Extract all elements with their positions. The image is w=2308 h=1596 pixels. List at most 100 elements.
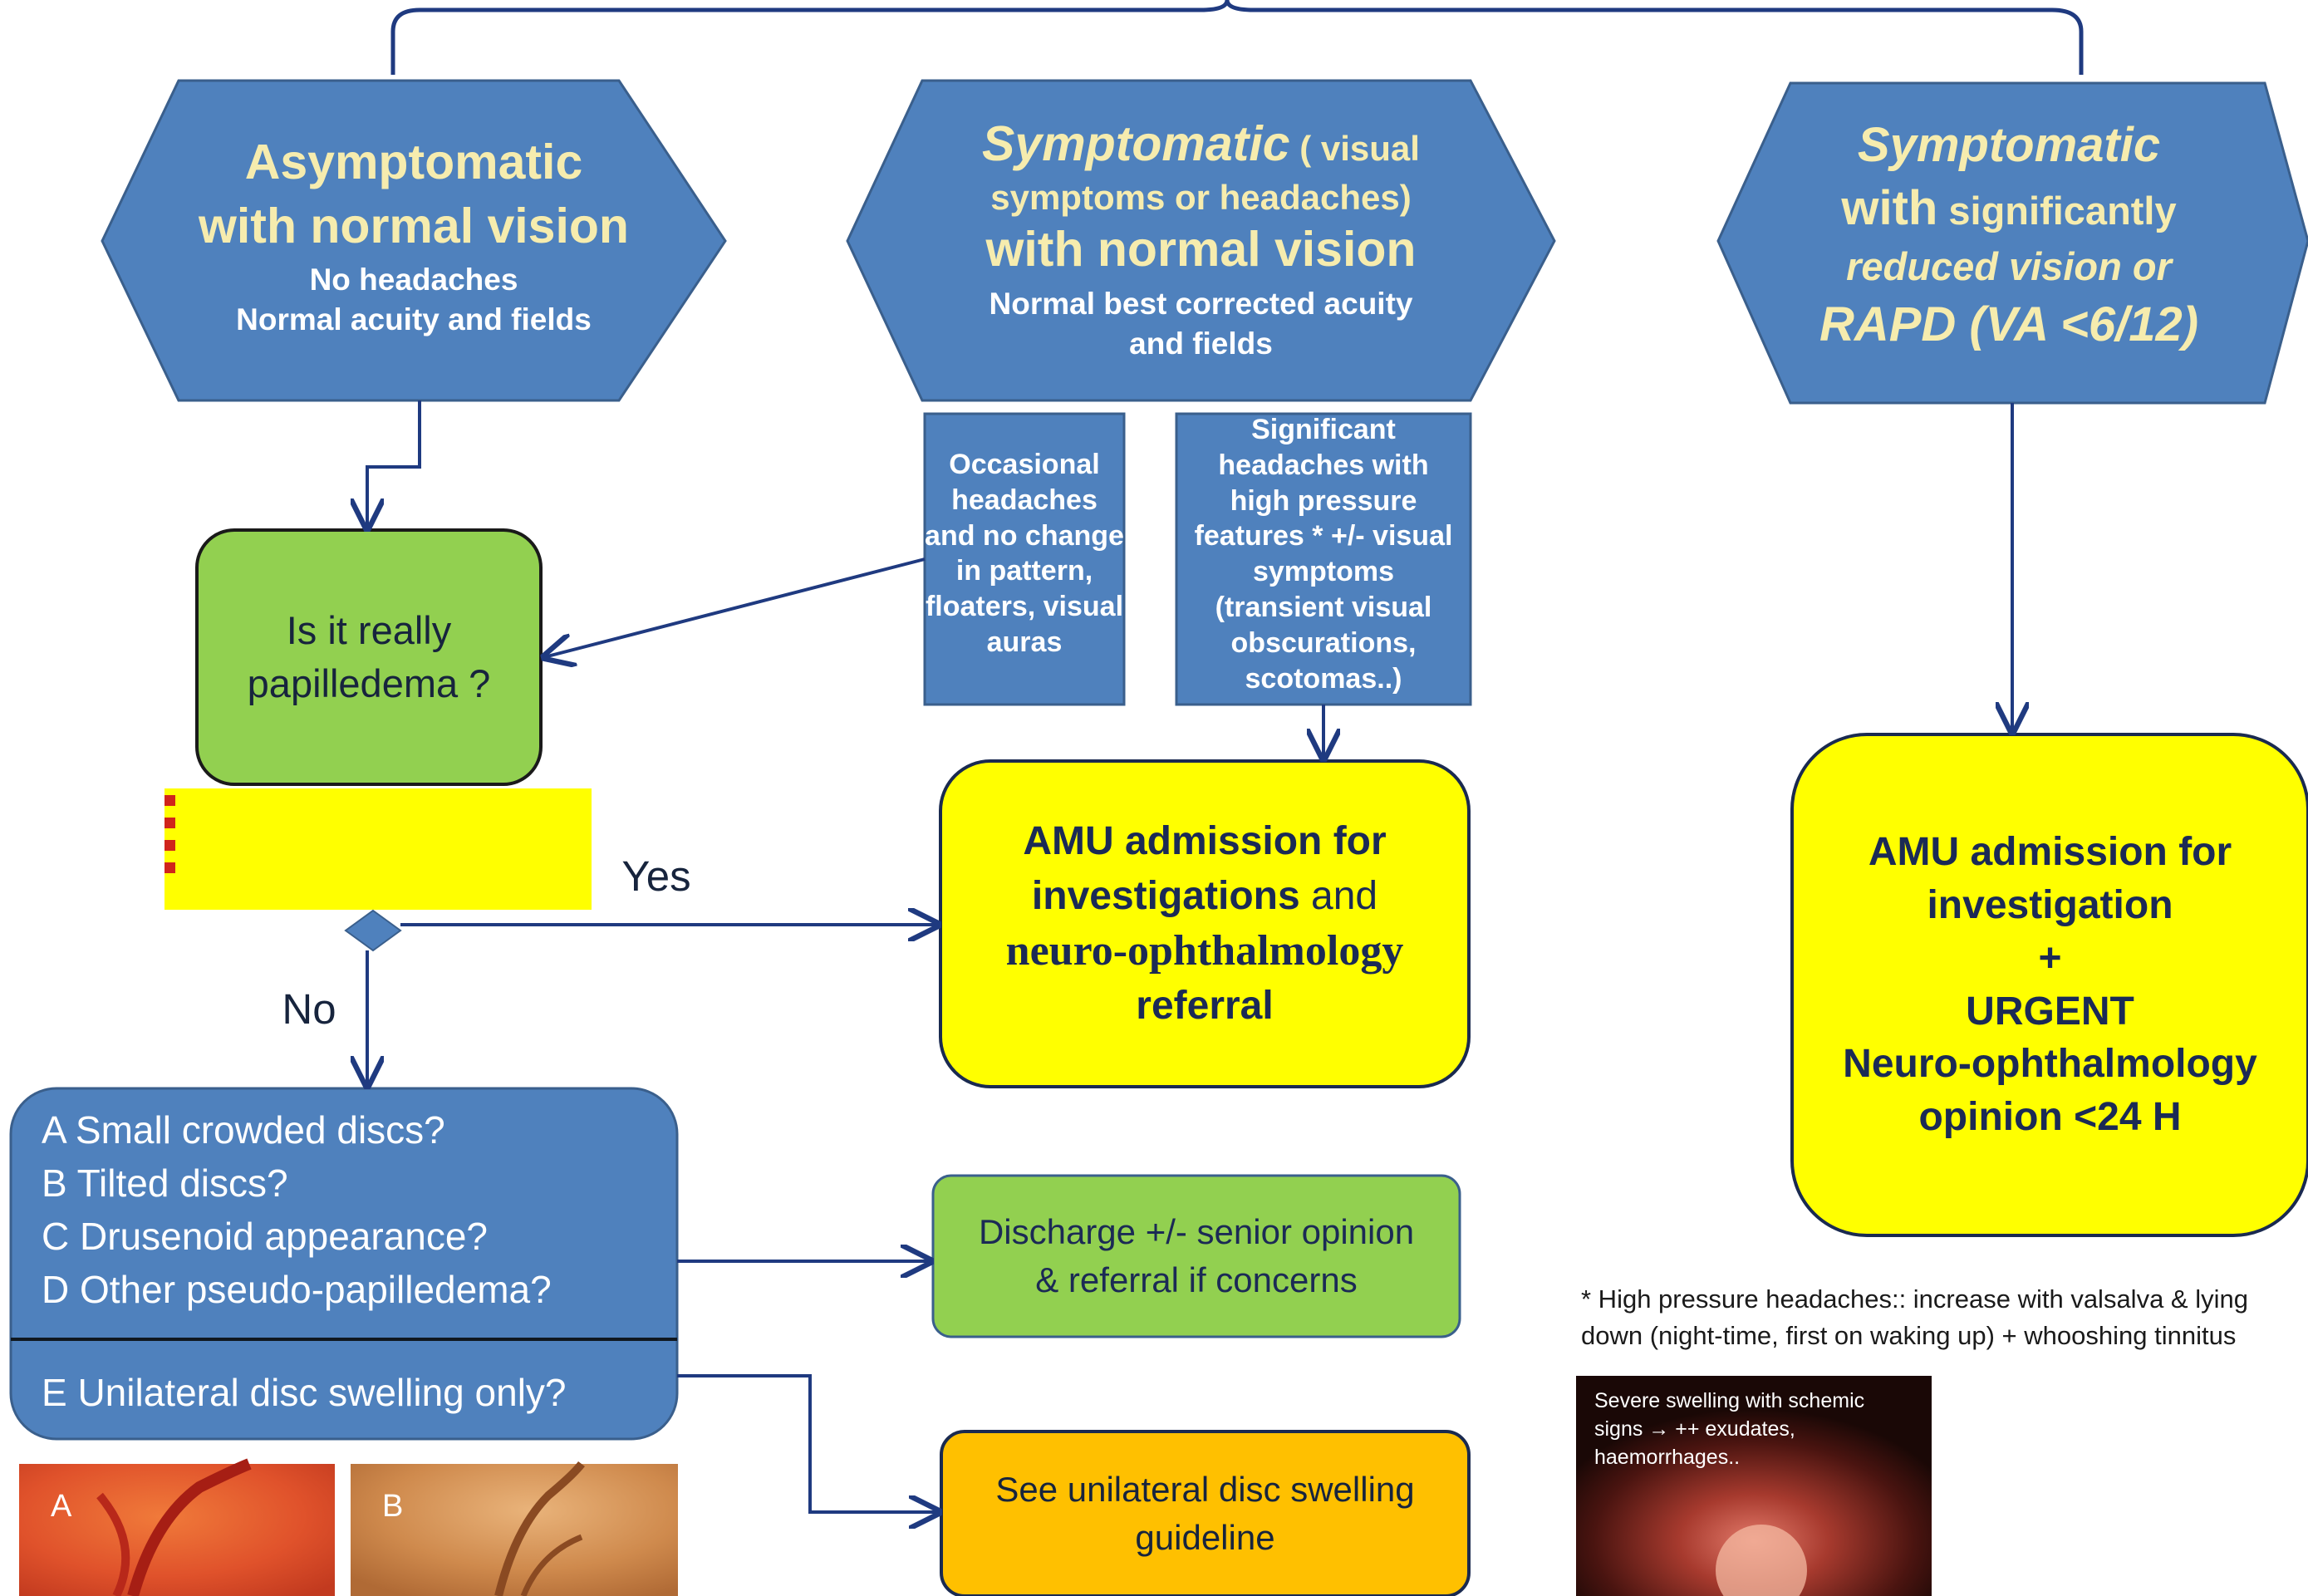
reduced-vision-text: reduced vision or: [1846, 244, 2172, 289]
occasional-line: headaches: [951, 484, 1098, 516]
occasional-headaches-box: [923, 412, 1126, 706]
pseudo-papilledema-list: A Small crowded discs? B Tilted discs? C…: [42, 1103, 673, 1316]
significant-line: high pressure: [1230, 484, 1417, 517]
unilateral-line-2: guideline: [1135, 1518, 1275, 1557]
no-text: No: [282, 985, 336, 1034]
asymptomatic-hexagon: [101, 79, 727, 402]
amu-urgent-line: URGENT: [1966, 989, 2134, 1034]
footnote-line-1: * High pressure headaches:: increase wit…: [1581, 1284, 2248, 1314]
severe-caption-line-1: Severe swelling with schemic: [1594, 1389, 1865, 1412]
occasional-line: and no change: [925, 519, 1124, 552]
red-bullet-icon: [165, 795, 175, 806]
significant-headaches-box: [1175, 412, 1472, 706]
occasional-line: floaters, visual: [925, 591, 1124, 623]
asymptomatic-label: Asymptomatic with normal vision: [102, 133, 725, 256]
no-headaches-text: No headaches: [309, 263, 518, 297]
photo-a-label: A: [51, 1489, 72, 1524]
amu-urgent-text: AMU admission for investigation + URGENT…: [1792, 734, 2308, 1235]
top-bracket: [390, 0, 2084, 75]
significant-line: scotomas..): [1245, 662, 1402, 695]
pseudo-papilledema-box: [9, 1087, 679, 1441]
footnote-line-2: down (night-time, first on waking up) + …: [1581, 1321, 2237, 1350]
amu-urgent-line: Neuro-ophthalmology: [1843, 1042, 2257, 1087]
severe-caption-line-2: signs → ++ exudates,: [1594, 1417, 1795, 1441]
significant-line: features * +/- visual: [1194, 520, 1453, 552]
asymptomatic-details: No headaches Normal acuity and fields: [102, 262, 725, 339]
photo-b-vessel: [520, 1534, 583, 1596]
red-bullet-icon: [165, 840, 175, 851]
pseudo-item-a: A Small crowded discs?: [42, 1108, 445, 1152]
connector-occasional-to-papilledema: [544, 557, 926, 657]
neuro-ophthalmology-word: neuro-ophthalmology: [1005, 926, 1404, 975]
amu-urgent-line: AMU admission for: [1868, 830, 2232, 875]
referral-word: referral: [1136, 983, 1274, 1028]
asymptomatic-title: Asymptomatic: [244, 135, 583, 189]
occasional-line: auras: [986, 626, 1063, 659]
significant-line: obscurations,: [1230, 626, 1417, 659]
amu-line-1: AMU admission for: [1023, 819, 1387, 864]
connector-asymptomatic-to-papilledema: [367, 400, 421, 528]
yellow-highlight-box: [165, 788, 592, 910]
occasional-line: in pattern,: [955, 555, 1093, 587]
discharge-text: Discharge +/- senior opinion & referral …: [933, 1176, 1460, 1337]
red-bullet-icon: [165, 818, 175, 828]
red-bullet-icon: [165, 862, 175, 873]
pseudo-item-d: D Other pseudo-papilledema?: [42, 1268, 552, 1311]
footnote: * High pressure headaches:: increase wit…: [1581, 1281, 2308, 1354]
amu-urgent-line: opinion <24 H: [1918, 1095, 2182, 1140]
photo-a-vessel: [96, 1492, 130, 1596]
symptomatic-line-3: with normal vision: [985, 222, 1417, 277]
occasional-headaches-text: Occasional headaches and no change in pa…: [925, 447, 1124, 660]
unilateral-line-1: See unilateral disc swelling: [995, 1469, 1415, 1509]
pseudo-item-e: E Unilateral disc swelling only?: [42, 1371, 567, 1414]
significant-line: symptoms: [1252, 556, 1395, 588]
papilledema-question: Is it really papilledema ?: [197, 530, 541, 784]
photo-severe-disc: [1716, 1525, 1807, 1596]
symptomatic-paren: ( visual: [1289, 129, 1420, 168]
no-label: No: [268, 980, 351, 1039]
photo-b-label-wrap: B: [351, 1464, 678, 1596]
severe-caption-line-3: haemorrhages..: [1594, 1445, 1741, 1469]
asymptomatic-subtitle: with normal vision: [199, 198, 629, 253]
significant-line: Significant: [1251, 414, 1396, 445]
occasional-line: Occasional: [949, 449, 1100, 480]
normal-acuity-text: Normal acuity and fields: [236, 302, 592, 337]
symptomatic-reduced-title: Symptomatic: [1857, 118, 2161, 172]
and-word: and: [1299, 874, 1378, 918]
discharge-line-2: & referral if concerns: [1035, 1260, 1358, 1299]
significantly-word: significantly: [1937, 188, 2177, 233]
symptomatic-normal-label: Symptomatic ( visual symptoms or headach…: [847, 115, 1554, 363]
yes-label: Yes: [611, 847, 702, 906]
symptomatic-reduced-vision-hexagon: [1716, 81, 2308, 405]
pseudo-item-c: C Drusenoid appearance?: [42, 1215, 489, 1258]
amu-urgent-line: +: [2038, 936, 2062, 980]
amu-admission-text: AMU admission for investigations and neu…: [940, 761, 1469, 1087]
amu-urgent-box: [1790, 733, 2308, 1237]
amu-urgent-line: investigation: [1927, 882, 2173, 927]
symptomatic-reduced-label: Symptomatic with significantly reduced v…: [1718, 116, 2300, 353]
yes-text: Yes: [621, 852, 691, 901]
symptomatic-normal-vision-hexagon: [846, 79, 1556, 402]
investigations-word: investigations: [1031, 874, 1300, 918]
pseudo-item-b: B Tilted discs?: [42, 1161, 288, 1205]
decision-diamond: [344, 909, 402, 952]
papilledema-line-1: Is it really: [286, 607, 452, 652]
photo-b-vessel: [494, 1461, 585, 1596]
fundus-photo-b: [351, 1464, 678, 1596]
and-fields-text: and fields: [1129, 327, 1273, 361]
best-corrected-acuity-text: Normal best corrected acuity: [989, 286, 1413, 321]
photo-b-label: B: [382, 1489, 404, 1524]
significant-line: headaches with: [1218, 449, 1429, 481]
rapd-text: RAPD (VA <6/12): [1819, 297, 2199, 351]
significant-line: (transient visual: [1215, 592, 1432, 624]
unilateral-guideline-text: See unilateral disc swelling guideline: [941, 1431, 1469, 1596]
symptomatic-line-2: symptoms or headaches): [990, 177, 1412, 217]
photo-a-label-wrap: A: [19, 1464, 335, 1596]
significant-headaches-text: Significant headaches with high pressure…: [1176, 412, 1471, 697]
severe-caption: Severe swelling with schemic signs → ++ …: [1594, 1387, 1864, 1471]
severe-caption-wrap: Severe swelling with schemic signs → ++ …: [1576, 1376, 1932, 1596]
photo-a-vessel: [127, 1458, 252, 1596]
discharge-line-1: Discharge +/- senior opinion: [978, 1211, 1415, 1251]
fundus-photo-a: [19, 1464, 335, 1596]
